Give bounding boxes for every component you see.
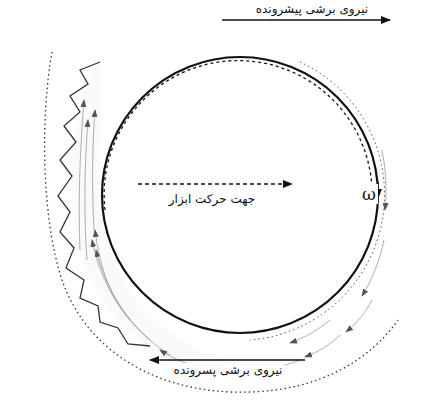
- angular-velocity-symbol: ω: [360, 184, 378, 204]
- force-label: نیروی برشی پسرونده: [172, 363, 285, 377]
- force-label: نیروی برشی پیشرونده: [254, 2, 370, 16]
- motion-label: جهت حرکت ابزار: [167, 192, 257, 206]
